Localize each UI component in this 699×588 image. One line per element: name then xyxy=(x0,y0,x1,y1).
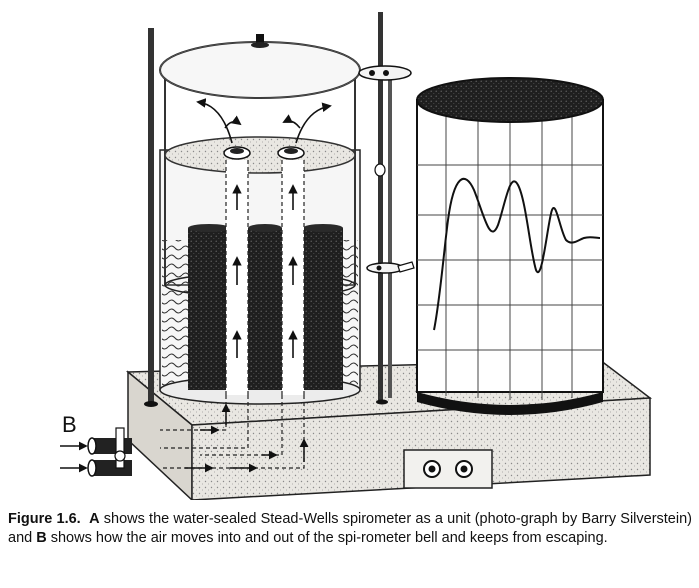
figure-caption: Figure 1.6. A shows the water-sealed Ste… xyxy=(8,510,692,548)
spirogram-trace xyxy=(433,177,601,331)
caption-part-b-text: shows how the air moves into and out of … xyxy=(46,530,608,546)
kymograph-drum xyxy=(416,77,604,415)
spirometer-diagram: B xyxy=(60,12,653,500)
caption-figure-label: Figure 1.6. xyxy=(8,511,81,527)
valve-handle xyxy=(115,427,125,469)
label-b: B xyxy=(62,412,77,437)
air-outlets xyxy=(223,146,305,160)
control-panel xyxy=(403,449,493,489)
under-base-arrows xyxy=(185,403,309,473)
inlet-pipes xyxy=(87,427,132,477)
caption-part-b-letter: B xyxy=(36,530,47,546)
guide-rods xyxy=(358,12,415,405)
spirometer-bell xyxy=(159,34,361,298)
airflow-up-arrows xyxy=(232,184,298,358)
left-support-rod xyxy=(144,28,158,407)
airflow-curved-arrows xyxy=(196,98,332,144)
inlet-arrows xyxy=(60,441,88,473)
caption-part-a-text: shows the water-sealed Stead-Wells spiro… xyxy=(8,511,692,546)
caption-part-a-letter: A xyxy=(89,511,100,527)
canisters xyxy=(188,224,343,390)
